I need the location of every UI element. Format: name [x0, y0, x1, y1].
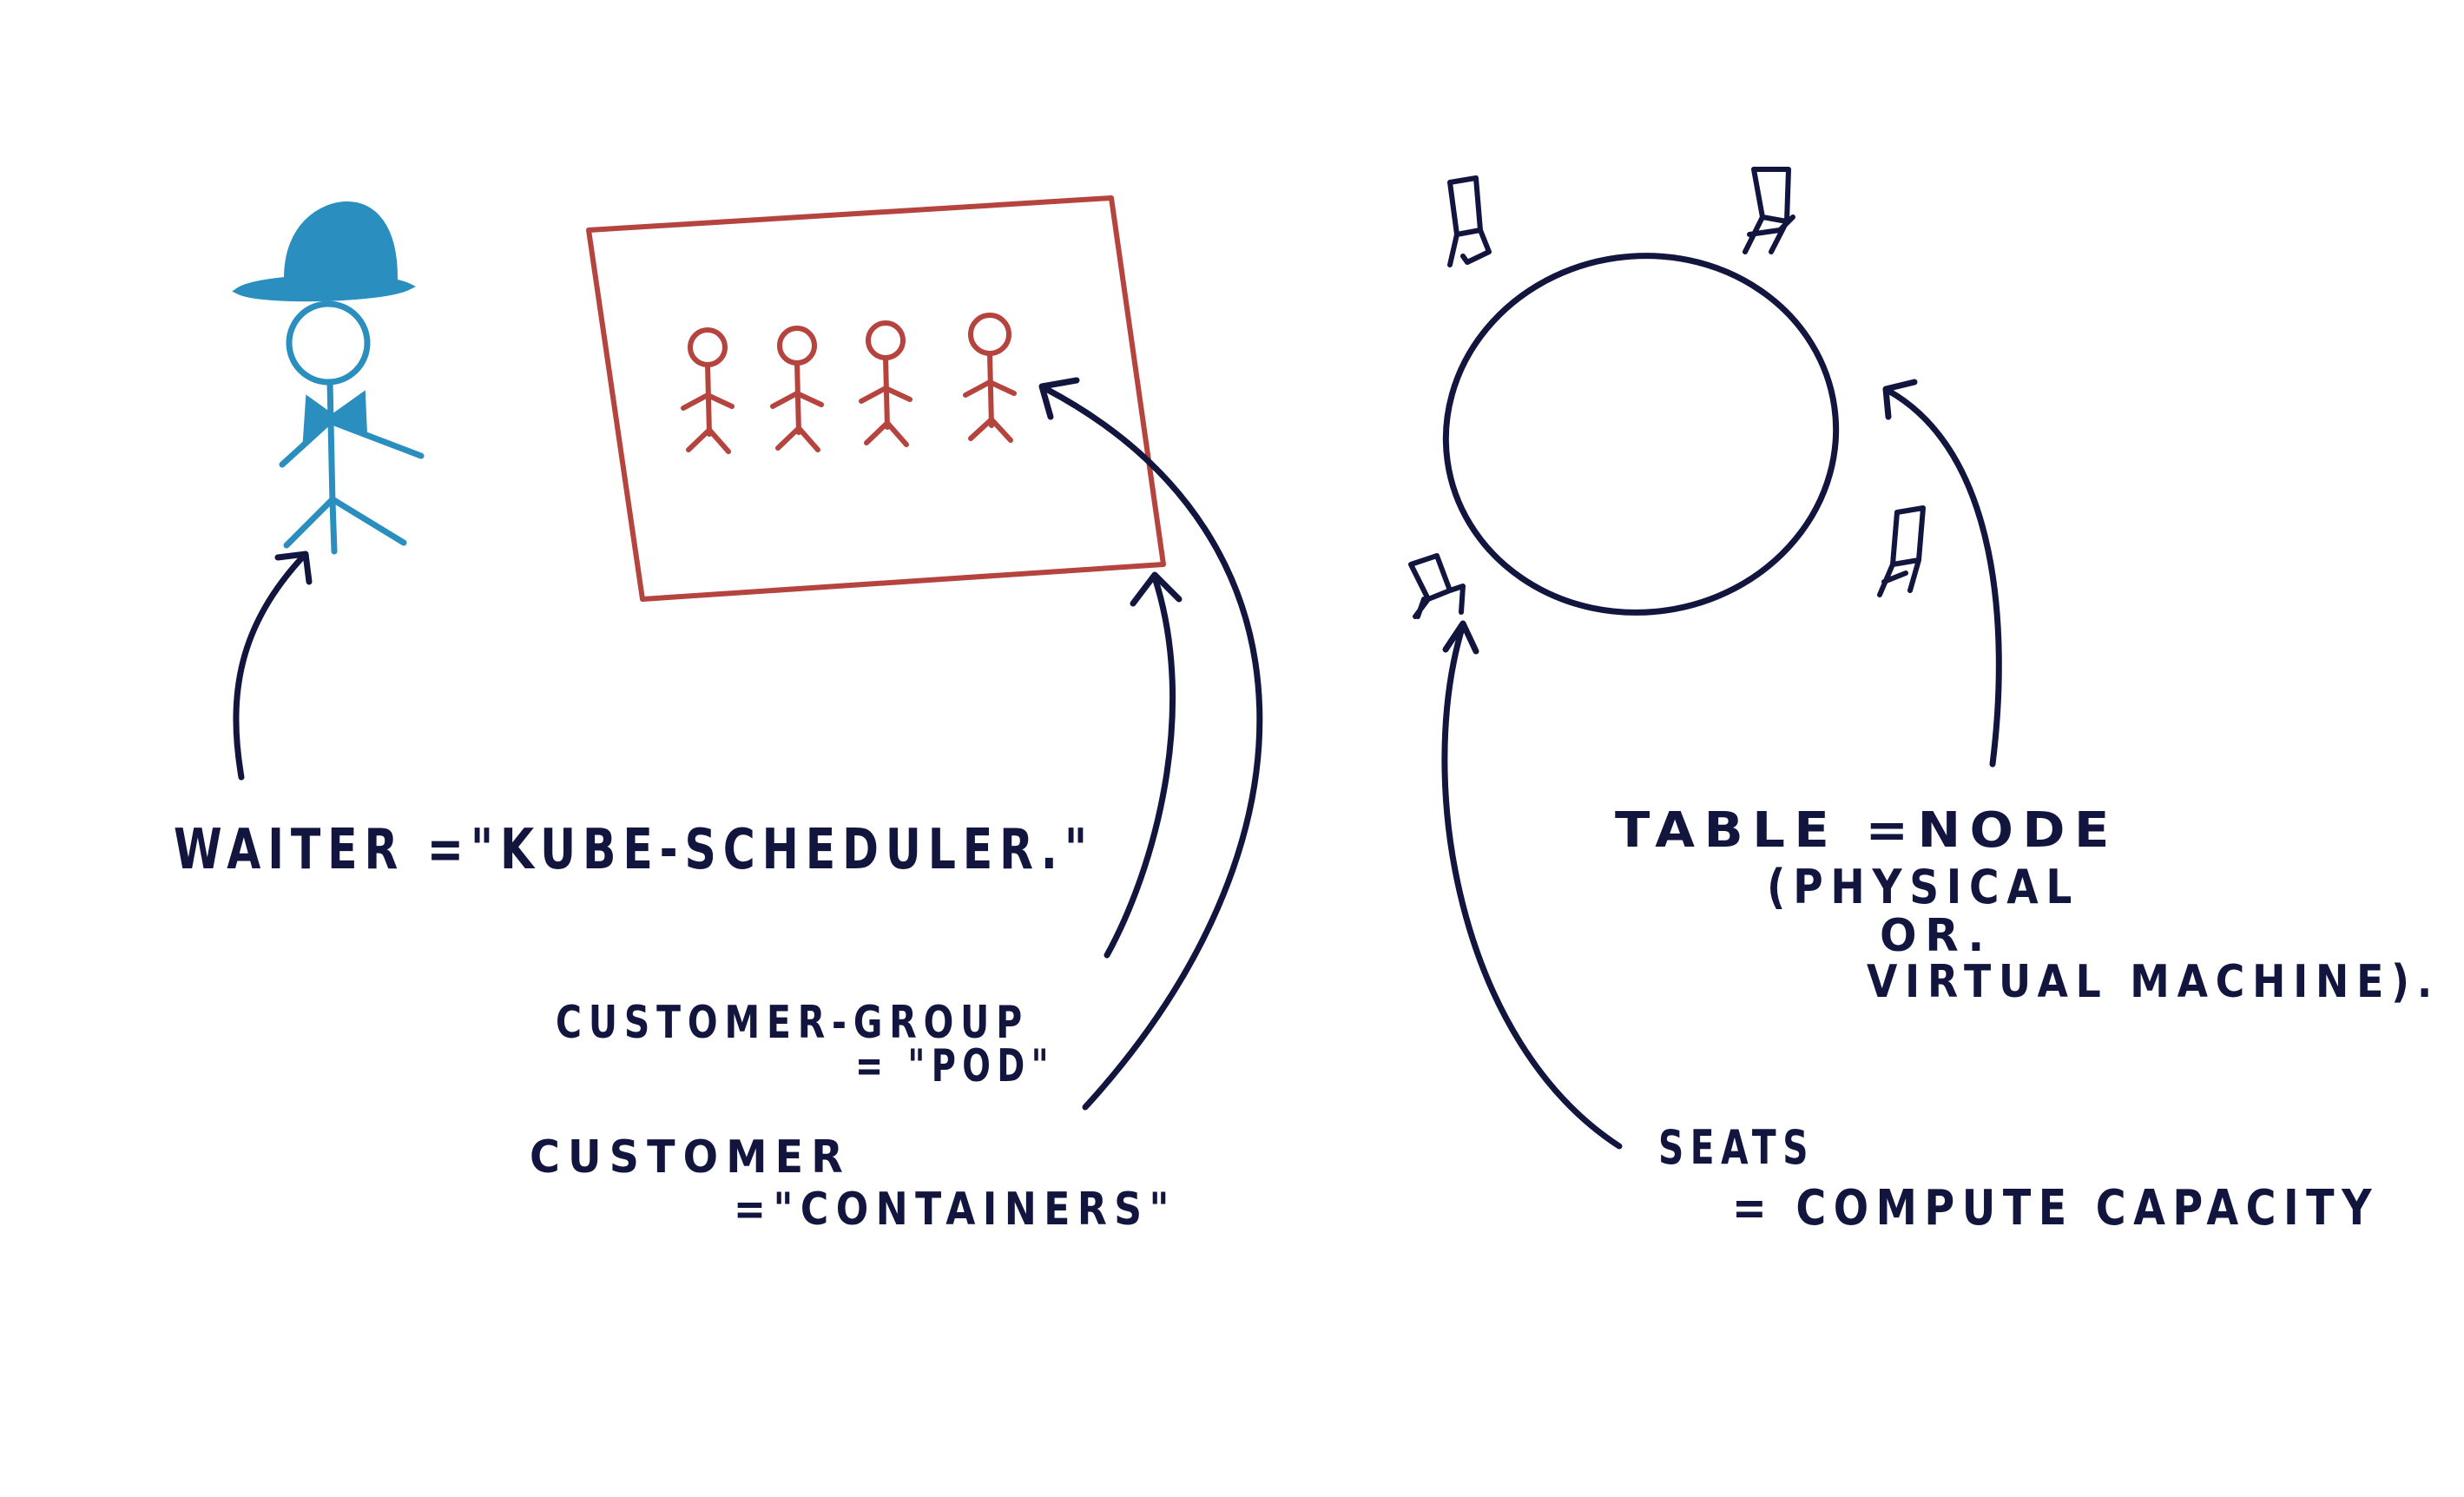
- table-circle: [1442, 253, 1840, 616]
- pod-box: [586, 195, 1166, 602]
- customer-figure: [859, 320, 912, 447]
- customer-figure: [770, 326, 824, 452]
- node-label-line3: OR.: [1880, 910, 1993, 962]
- chair-icon: [1743, 167, 1795, 254]
- customer-figure: [963, 313, 1017, 443]
- node-arrow: [1882, 379, 2002, 768]
- seats-label-line1: SEATS: [1658, 1120, 1815, 1175]
- node-label-line1: TABLE =NODE: [1615, 802, 2118, 859]
- seats-label-line2: = COMPUTE CAPACITY: [1732, 1180, 2379, 1237]
- chair-icon: [1877, 505, 1926, 597]
- customer-figure: [681, 327, 735, 454]
- containers-label-line1: CUSTOMER: [530, 1131, 851, 1184]
- chair-icon: [1447, 175, 1492, 267]
- seats-arrow: [1441, 620, 1623, 1150]
- containers-label-line2: ="CONTAINERS": [734, 1184, 1176, 1236]
- node-label-line2: (PHYSICAL: [1767, 860, 2079, 914]
- bowler-hat-icon: [283, 201, 399, 280]
- waiter-arrow: [233, 551, 313, 781]
- containers-arrow: [1038, 377, 1263, 1111]
- hat-brim: [232, 274, 416, 302]
- pod-label-line2: = "POD": [855, 1040, 1055, 1092]
- waiter-figure: [232, 201, 425, 555]
- node-label-line4: VIRTUAL MACHINE).: [1867, 956, 2440, 1008]
- pod-label-line1: CUSTOMER-GROUP: [556, 997, 1029, 1049]
- waiter-label: WAITER ="KUBE-SCHEDULER.": [174, 818, 1094, 882]
- chair-icon: [1408, 553, 1466, 619]
- pod-arrow: [1104, 571, 1183, 959]
- waiter-head: [286, 300, 371, 386]
